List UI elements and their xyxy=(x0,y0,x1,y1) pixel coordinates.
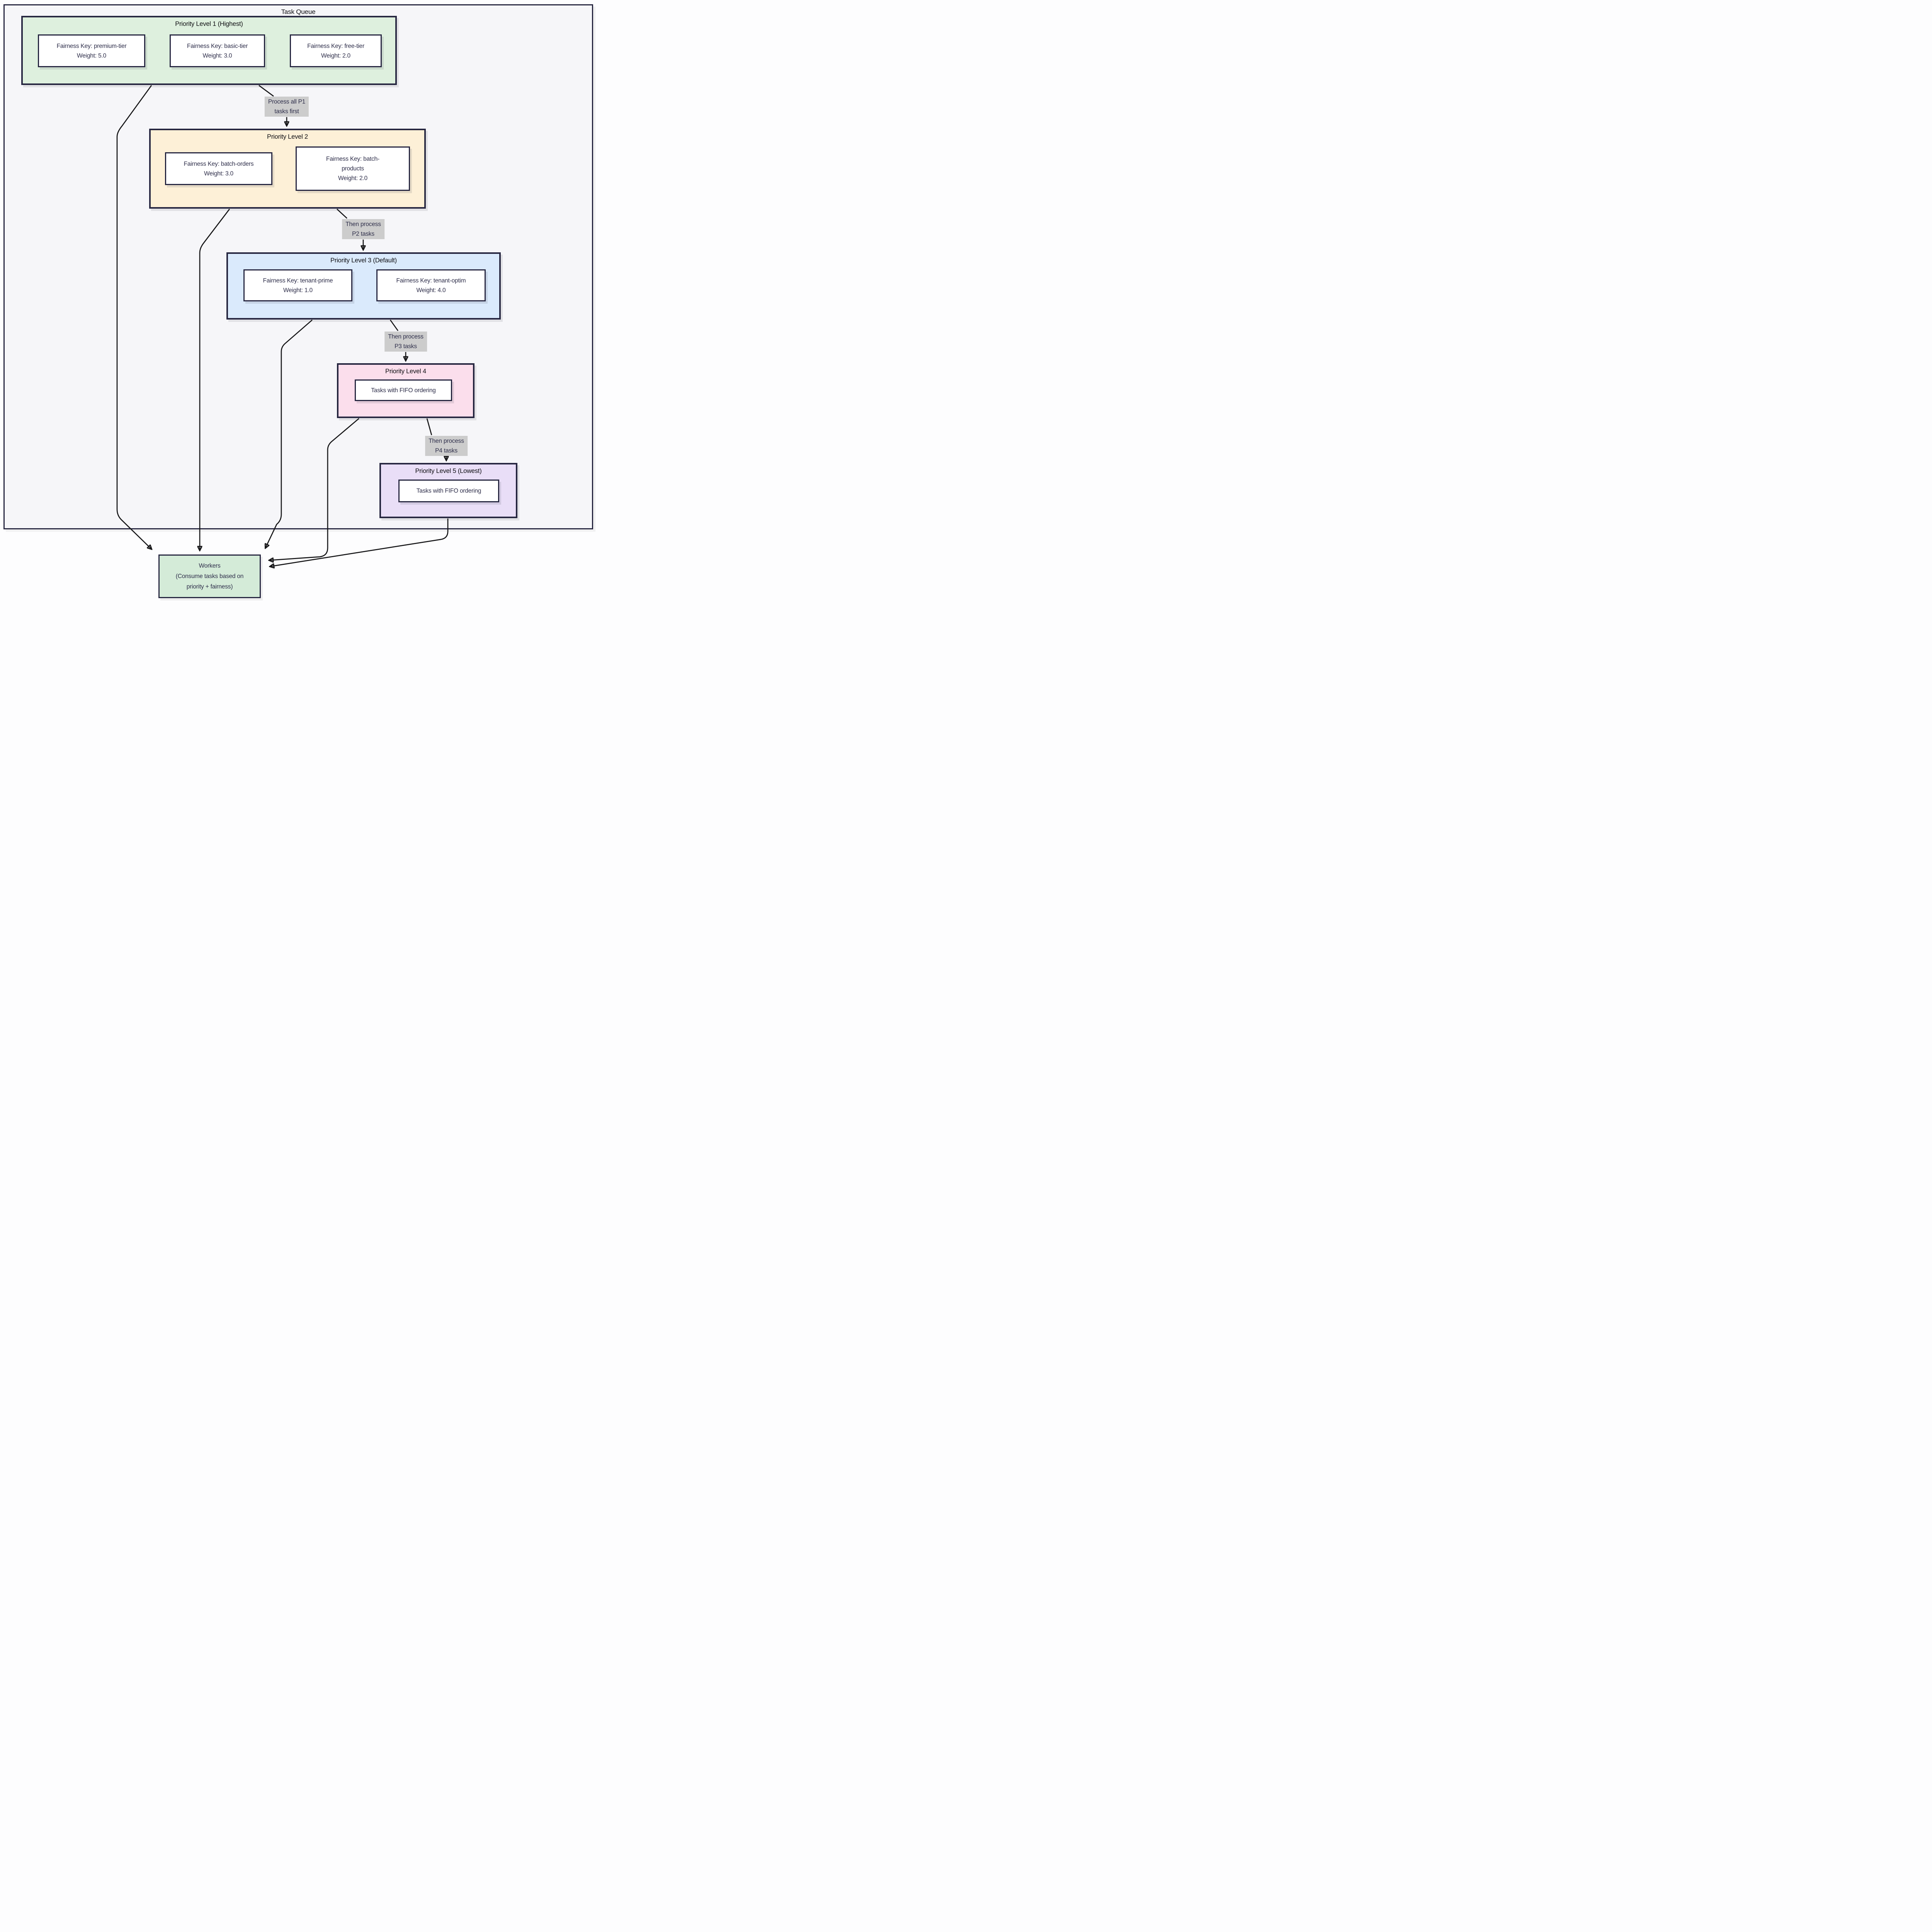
edge-label-line: Process all P1 xyxy=(268,99,306,105)
node-tenant-prime: Fairness Key: tenant-prime Weight: 1.0 xyxy=(243,269,352,301)
node-line: Tasks with FIFO ordering xyxy=(371,387,436,394)
diagram-canvas: Task Queue Priority Level 1 (Highest) Fa… xyxy=(0,0,596,601)
cluster-priority-1-title: Priority Level 1 (Highest) xyxy=(175,20,243,27)
node-line: priority + fairness) xyxy=(186,583,233,590)
node-line: Workers xyxy=(199,563,221,569)
edge-label-process-p1: Process all P1 tasks first xyxy=(264,97,309,117)
node-batch-products: Fairness Key: batch- products Weight: 2.… xyxy=(296,146,410,191)
cluster-priority-3-title: Priority Level 3 (Default) xyxy=(330,257,397,264)
node-line: Weight: 4.0 xyxy=(416,287,446,294)
node-line: Weight: 1.0 xyxy=(283,287,313,294)
edge-label-line: Then process xyxy=(429,438,464,444)
edge-label-process-p2: Then process P2 tasks xyxy=(342,219,384,239)
node-batch-orders: Fairness Key: batch-orders Weight: 3.0 xyxy=(165,152,272,185)
edge-label-line: P2 tasks xyxy=(352,231,374,237)
node-line: (Consume tasks based on xyxy=(175,573,244,580)
node-premium-tier: Fairness Key: premium-tier Weight: 5.0 xyxy=(38,34,145,67)
node-line: Weight: 3.0 xyxy=(204,170,233,177)
edge-label-process-p4: Then process P4 tasks xyxy=(425,436,468,456)
edge-label-line: Then process xyxy=(345,221,381,228)
node-line: Fairness Key: batch-orders xyxy=(184,160,254,167)
node-fifo-p5: Tasks with FIFO ordering xyxy=(398,480,499,502)
node-line: Fairness Key: batch- xyxy=(326,156,380,162)
cluster-priority-2-title: Priority Level 2 xyxy=(267,133,308,140)
node-line: Weight: 5.0 xyxy=(77,52,106,59)
node-line: products xyxy=(342,165,364,172)
node-line: Weight: 3.0 xyxy=(202,52,232,59)
cluster-priority-4-title: Priority Level 4 xyxy=(385,368,426,375)
edge-label-process-p3: Then process P3 tasks xyxy=(384,332,427,352)
node-fifo-p4: Tasks with FIFO ordering xyxy=(355,379,452,401)
edge-label-line: tasks first xyxy=(274,108,299,115)
node-line: Weight: 2.0 xyxy=(338,175,367,182)
node-line: Fairness Key: tenant-optim xyxy=(396,277,466,284)
task-queue-title: Task Queue xyxy=(281,8,316,15)
node-free-tier: Fairness Key: free-tier Weight: 2.0 xyxy=(290,34,382,67)
node-line: Fairness Key: premium-tier xyxy=(56,43,127,49)
node-line: Fairness Key: tenant-prime xyxy=(263,277,333,284)
node-tenant-optim: Fairness Key: tenant-optim Weight: 4.0 xyxy=(376,269,486,301)
node-line: Fairness Key: free-tier xyxy=(307,43,364,49)
cluster-priority-5-title: Priority Level 5 (Lowest) xyxy=(415,468,482,474)
node-line: Weight: 2.0 xyxy=(321,52,350,59)
node-line: Fairness Key: basic-tier xyxy=(187,43,248,49)
edge-label-line: P4 tasks xyxy=(435,447,457,454)
node-workers: Workers (Consume tasks based on priority… xyxy=(158,554,261,598)
edge-label-line: Then process xyxy=(388,333,423,340)
node-line: Tasks with FIFO ordering xyxy=(416,488,481,494)
node-basic-tier: Fairness Key: basic-tier Weight: 3.0 xyxy=(170,34,265,67)
edge-label-line: P3 tasks xyxy=(395,343,417,350)
